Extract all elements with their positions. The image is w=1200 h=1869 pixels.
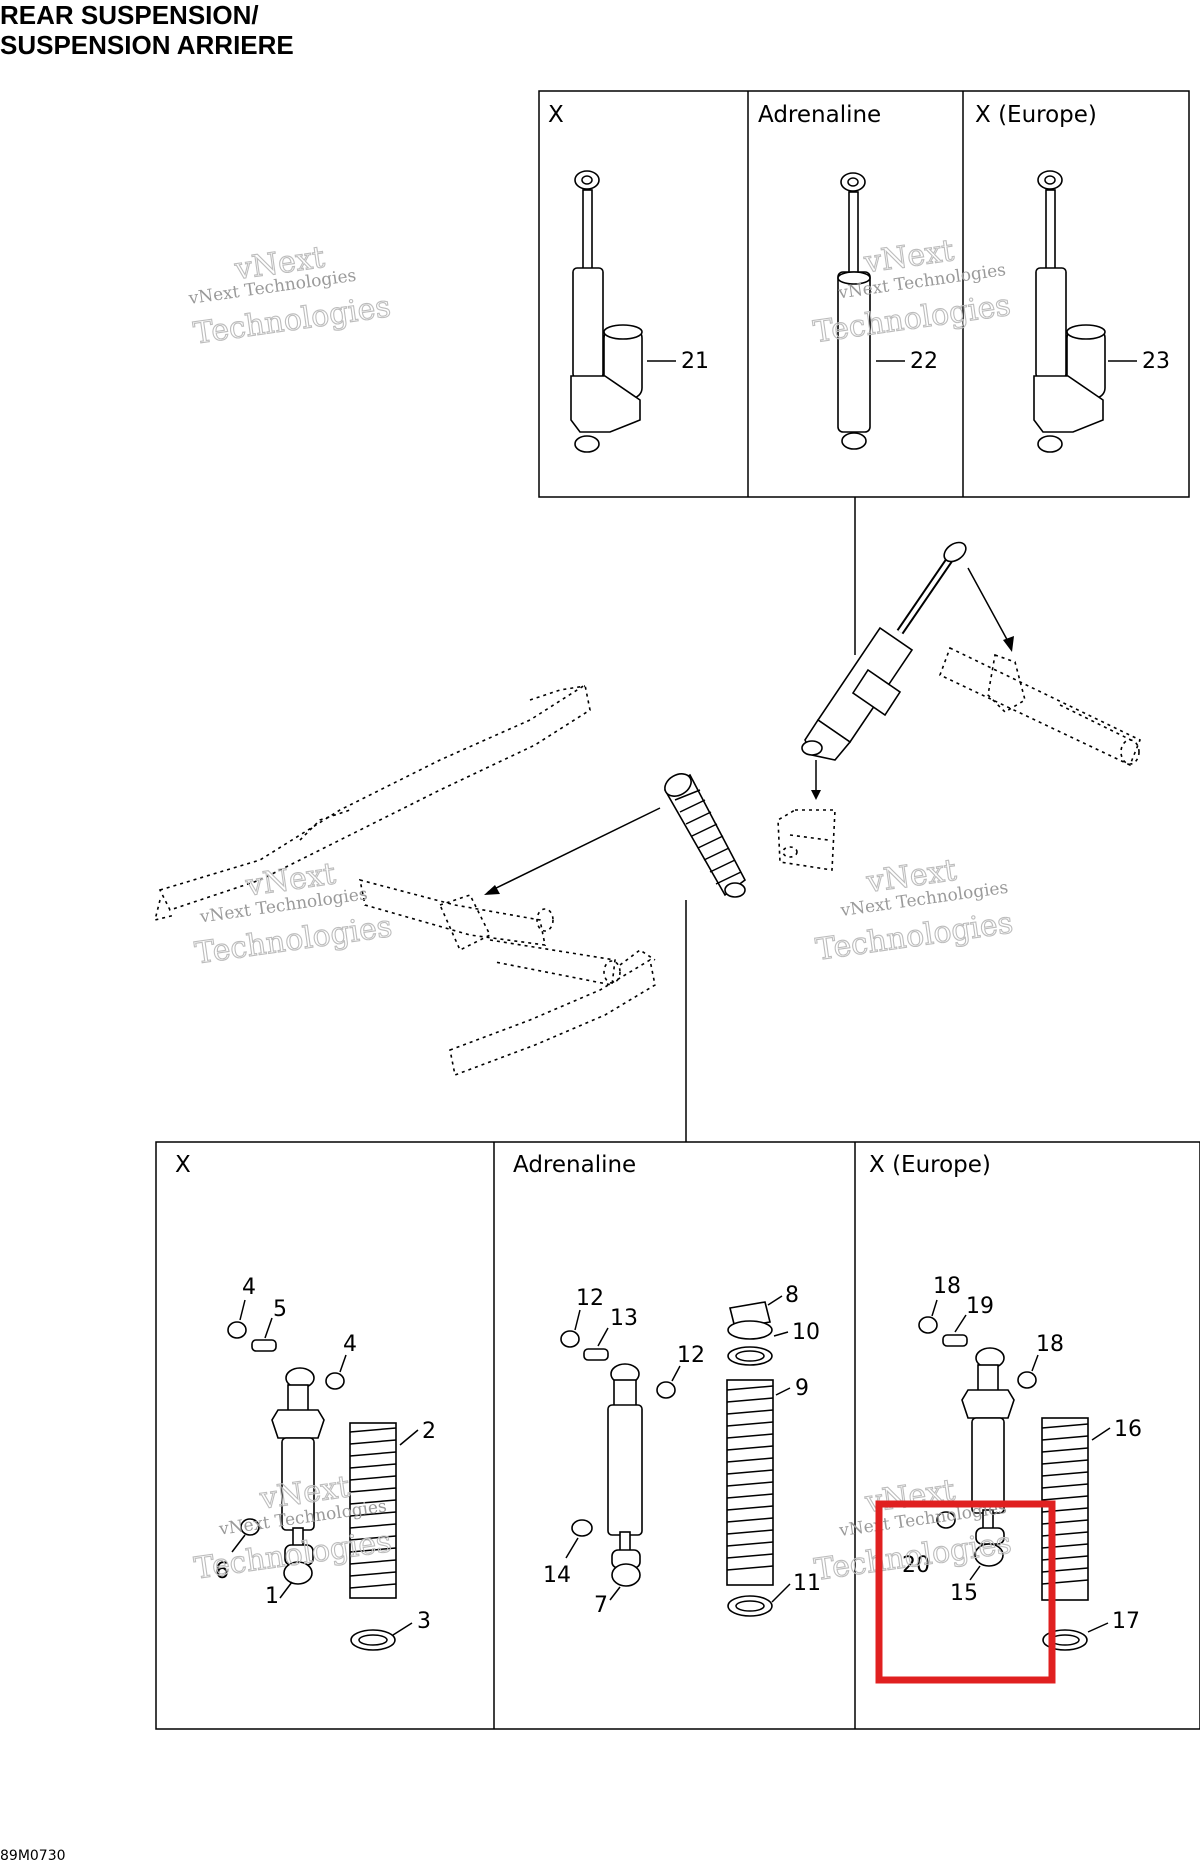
callout-19: 19 [966,1294,994,1319]
callout-5: 5 [273,1297,287,1322]
callout-4-top: 4 [242,1275,256,1300]
callout-18-top: 18 [933,1274,961,1299]
rear-shock-assembly [801,541,967,761]
watermark-middle-left: vNext Technologies vNext Technologies [192,856,395,972]
callout-12-right: 12 [677,1343,705,1368]
top-shock-panel: X Adrenaline X (Europe) 21 22 [538,90,1190,498]
callout-17: 17 [1112,1609,1140,1634]
callout-23: 23 [1142,349,1170,374]
callout-12-top: 12 [576,1286,604,1311]
shock-absorber-23: 23 [1033,170,1170,453]
bottom-label-x: X [175,1152,191,1178]
callout-16: 16 [1114,1417,1142,1442]
watermark-middle-right: vNext Technologies vNext Technologies [813,852,1016,968]
rear-arm [938,646,1142,767]
front-arm [358,878,621,986]
callout-15: 15 [950,1581,978,1606]
callout-21: 21 [681,349,709,374]
right-slide-rail [449,949,656,1077]
callout-11: 11 [793,1571,821,1596]
watermark-top-right: vNext Technologies vNext Technologies [811,233,1014,351]
callout-13: 13 [610,1306,638,1331]
front-spring-shock [663,773,747,898]
callout-20: 20 [902,1553,930,1578]
callout-8: 8 [785,1283,799,1308]
rear-suspension-assembly [153,541,1142,1077]
top-label-x: X [548,102,564,128]
title-line-2: SUSPENSION ARRIERE [0,30,294,60]
left-slide-rail [153,683,591,922]
shock-bracket [777,809,836,871]
callout-3: 3 [417,1609,431,1634]
top-label-adrenaline: Adrenaline [758,102,881,128]
bottom-label-adrenaline: Adrenaline [513,1152,636,1178]
callout-22: 22 [910,349,938,374]
callout-6: 6 [215,1559,229,1584]
callout-9: 9 [795,1376,809,1401]
callout-1: 1 [265,1584,279,1609]
shock-absorber-21: 21 [570,170,709,453]
x-spring-shock-group: 4 5 4 2 6 1 3 [215,1275,436,1651]
callout-4-right: 4 [343,1332,357,1357]
callout-14: 14 [543,1563,571,1588]
top-label-x-europe: X (Europe) [975,102,1097,128]
title-line-1: REAR SUSPENSION/ [0,0,259,30]
callout-10: 10 [792,1320,820,1345]
coil-spring-9 [726,1379,774,1586]
adrenaline-spring-shock-group: 12 13 12 8 10 9 14 7 11 [543,1283,821,1618]
drawing-code: 89M0730 [0,1848,66,1864]
callout-7: 7 [594,1593,608,1618]
callout-18-right: 18 [1036,1332,1064,1357]
bottom-label-x-europe: X (Europe) [869,1152,991,1178]
highlight-box [875,1500,1056,1684]
x-europe-spring-shock-group: 18 19 18 16 20 15 17 [902,1274,1142,1651]
shock-absorber-22: 22 [837,172,938,450]
bottom-spring-shock-panel: X Adrenaline X (Europe) 4 5 [155,1141,1200,1730]
callout-2: 2 [422,1419,436,1444]
coil-spring-2 [349,1422,397,1599]
watermark-top-left: vNext Technologies vNext Technologies [187,239,394,352]
